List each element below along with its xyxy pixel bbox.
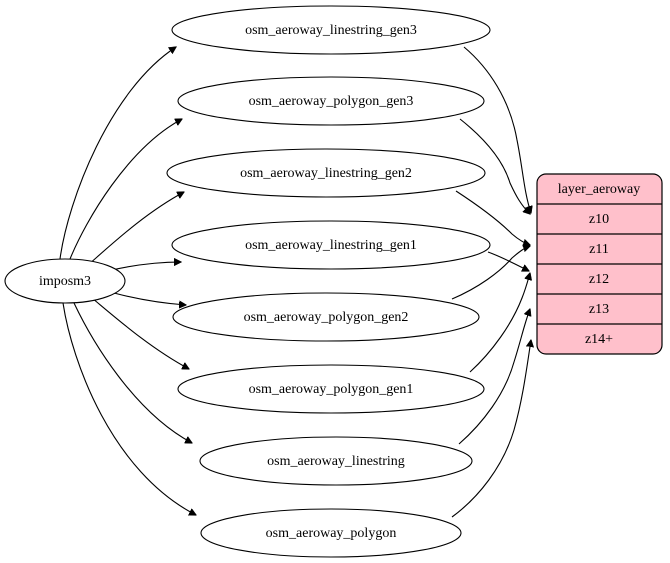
table-ellipse-label: osm_aeroway_polygon (266, 526, 397, 541)
table-ellipse[interactable] (177, 76, 485, 126)
node-osm-aeroway-polygon[interactable]: osm_aeroway_polygon (200, 508, 462, 558)
table-ellipse[interactable] (200, 508, 462, 558)
edge-polygon-gen3-to-z10 (459, 118, 530, 214)
edge-imposm3-to-linestring-gen2 (87, 192, 184, 266)
layer-aeroway-row-z10[interactable]: z10 (589, 212, 609, 227)
node-osm-aeroway-linestring[interactable]: osm_aeroway_linestring (199, 436, 473, 486)
edge-linestring-gen2-to-z11 (455, 190, 530, 245)
node-osm-aeroway-polygon-gen2[interactable]: osm_aeroway_polygon_gen2 (172, 292, 480, 342)
edge-imposm3-to-polygon-gen1 (91, 297, 189, 369)
table-ellipse[interactable] (171, 5, 491, 55)
edge-polygon-to-z14plus (451, 340, 531, 518)
table-ellipse-label: osm_aeroway_polygon_gen3 (249, 94, 414, 109)
edge-imposm3-to-polygon-gen2 (113, 292, 186, 305)
node-osm-aeroway-polygon-gen3[interactable]: osm_aeroway_polygon_gen3 (177, 76, 485, 126)
table-ellipse[interactable] (171, 220, 491, 270)
table-ellipse[interactable] (199, 436, 473, 486)
edges-from-imposm3 (59, 47, 196, 515)
edge-polygon-gen1-to-z12 (469, 273, 530, 373)
table-ellipse-label: osm_aeroway_linestring_gen1 (245, 238, 417, 253)
imposm3-label: imposm3 (39, 274, 91, 289)
node-layer-aeroway[interactable]: layer_aeroway z10 z11 z12 z13 z14+ (536, 173, 663, 355)
layer-aeroway-row-z13[interactable]: z13 (589, 302, 609, 317)
layer-aeroway-row-z14plus[interactable]: z14+ (585, 332, 613, 347)
edge-imposm3-to-linestring-gen3 (59, 47, 176, 260)
node-osm-aeroway-linestring-gen2[interactable]: osm_aeroway_linestring_gen2 (166, 148, 486, 198)
table-ellipse-label: osm_aeroway_polygon_gen1 (249, 382, 414, 397)
edge-imposm3-to-polygon (62, 302, 196, 515)
edge-imposm3-to-linestring-gen1 (111, 262, 181, 271)
layer-aeroway-title: layer_aeroway (558, 182, 640, 197)
table-ellipse-label: osm_aeroway_linestring (267, 454, 405, 469)
edge-linestring-gen3-to-z10 (463, 46, 531, 213)
table-ellipse-label: osm_aeroway_linestring_gen2 (240, 166, 412, 181)
table-ellipse[interactable] (172, 292, 480, 342)
node-imposm3[interactable]: imposm3 (4, 258, 126, 304)
edge-linestring-to-z13 (458, 309, 530, 445)
table-ellipse[interactable] (166, 148, 486, 198)
edge-polygon-gen2-to-z11 (451, 246, 530, 300)
layer-aeroway-row-z11[interactable]: z11 (589, 242, 609, 257)
table-ellipse[interactable] (177, 364, 485, 414)
node-osm-aeroway-polygon-gen1[interactable]: osm_aeroway_polygon_gen1 (177, 364, 485, 414)
node-osm-aeroway-linestring-gen3[interactable]: osm_aeroway_linestring_gen3 (171, 5, 491, 55)
table-ellipse-label: osm_aeroway_linestring_gen3 (245, 23, 417, 38)
imposm3-ellipse[interactable] (4, 258, 126, 304)
layer-aeroway-row-z12[interactable]: z12 (589, 272, 609, 287)
table-ellipse-label: osm_aeroway_polygon_gen2 (244, 310, 409, 325)
edges-to-layer-aeroway (451, 46, 531, 518)
edge-linestring-gen1-to-z12 (487, 251, 529, 271)
edge-imposm3-to-linestring (73, 302, 192, 443)
node-osm-aeroway-linestring-gen1[interactable]: osm_aeroway_linestring_gen1 (171, 220, 491, 270)
edge-imposm3-to-polygon-gen3 (69, 119, 182, 260)
